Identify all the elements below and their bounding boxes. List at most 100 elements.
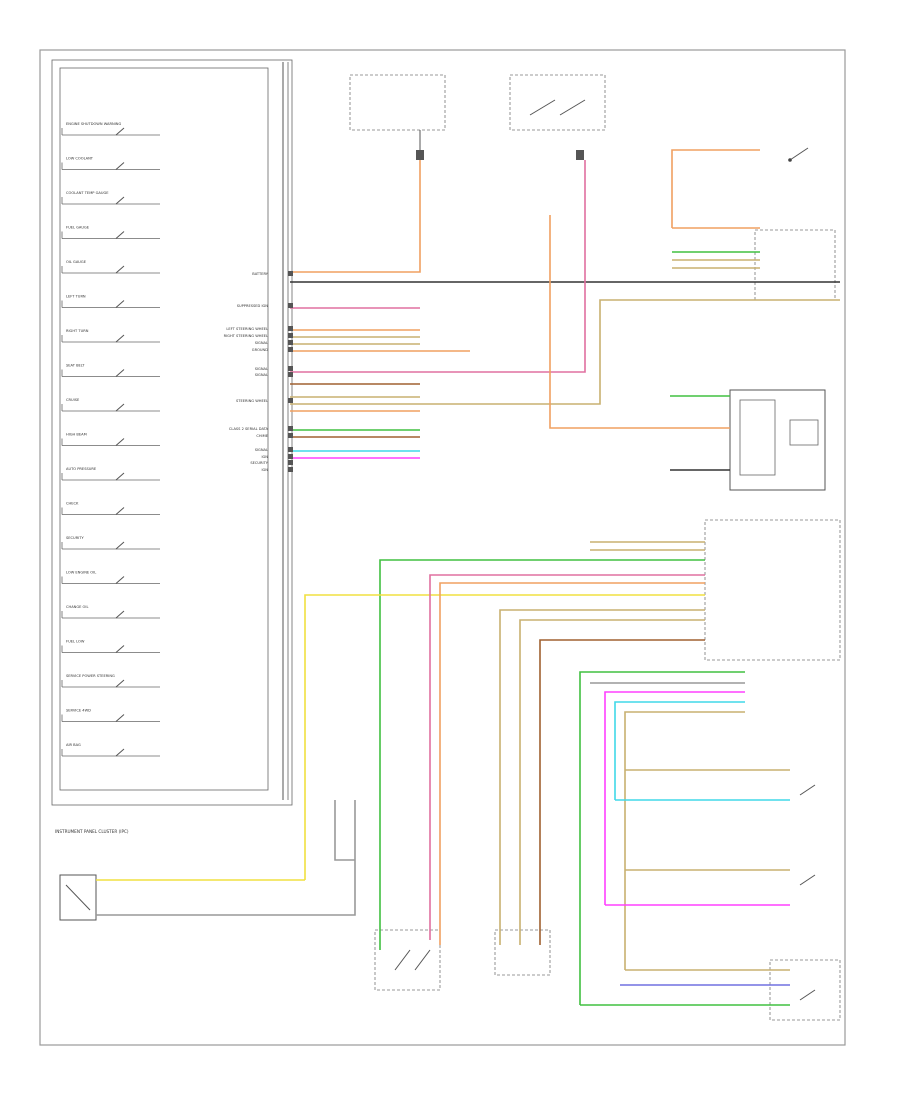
indicator-row: SERVICE 4WD: [61, 709, 160, 722]
indicator-label: AIR BAG: [66, 743, 81, 747]
cluster-pin-label: LEFT STEERING WHEEL: [226, 327, 268, 331]
cluster-pin-label: SUPPRESSED IGN: [237, 304, 269, 308]
cluster-pin-label: SIGNAL: [255, 367, 268, 371]
indicator-row: HIGH BEAM: [61, 433, 160, 446]
indicator-label: LOW ENGINE OIL: [66, 571, 96, 575]
sensor-right-1: [799, 784, 816, 796]
pin-connector: [288, 366, 293, 371]
cluster-pin-label: CLASS 2 SERIAL DATA: [229, 427, 269, 431]
indicator-row: SEAT BELT: [61, 364, 160, 377]
indicator-switch: [115, 472, 125, 481]
module-right-upper-box: [754, 229, 836, 301]
indicator-row: AUTO PRESSURE: [61, 467, 160, 481]
pin-connector: [288, 447, 293, 452]
sensor-right-box: [769, 959, 841, 1021]
indicator-switch: [115, 714, 125, 722]
indicator-switch: [115, 127, 125, 136]
cluster-pin-label: IGN: [261, 455, 268, 459]
ecm-relay: [789, 419, 819, 446]
indicator-label: SECURITY: [66, 536, 84, 540]
indicator-row: CHECK: [61, 502, 160, 515]
cluster-pin-label: SIGNAL: [255, 373, 268, 377]
switch-bottom-blade-2: [414, 949, 431, 971]
wire-pink: [429, 574, 705, 940]
sensor-coil: [65, 884, 91, 911]
indicator-label: SERVICE POWER STEERING: [66, 674, 115, 678]
switch-bottom-center: [374, 929, 441, 991]
module-right-upper: [754, 229, 836, 301]
indicator-row: SECURITY: [61, 536, 160, 550]
pin-connector: [288, 347, 293, 352]
module-right-mid: [704, 519, 841, 661]
cluster-pin-label: IGN: [261, 468, 268, 472]
wire-brown: [539, 639, 705, 945]
cluster-outline: [51, 59, 293, 806]
switch-pivot: [788, 158, 792, 162]
indicator-switch: [115, 403, 125, 412]
indicator-switch: [115, 265, 125, 274]
pin-connector: [288, 426, 293, 431]
wire-cyan: [614, 701, 745, 800]
cluster-pin-label: SECURITY: [250, 461, 268, 465]
pin-connector: [288, 340, 293, 345]
cluster-pin-label: SIGNAL: [255, 341, 268, 345]
ignition-switch: [509, 74, 606, 160]
wire-yellow: [304, 594, 705, 880]
pin-connector: [288, 326, 293, 331]
wire-green: [579, 671, 745, 1005]
wire-orange: [549, 215, 730, 429]
sensors-right: [769, 784, 841, 1021]
switch-top-right: [788, 147, 809, 162]
sensor-right-2: [799, 874, 816, 886]
indicator-row: FUEL LOW: [61, 640, 160, 653]
cluster-pin-label: GROUND: [252, 348, 268, 352]
sensor-bottom-center-box: [494, 929, 551, 976]
pin-connector: [288, 271, 293, 276]
sensor-bottom-left: [59, 874, 97, 921]
fuse-block-1: [349, 74, 446, 160]
wire-gray: [334, 800, 355, 861]
indicator-label: FUEL GAUGE: [66, 226, 90, 230]
ignition-switch-box: [509, 74, 606, 131]
indicator-row: RIGHT TURN: [61, 329, 160, 343]
indicator-label: ENGINE SHUTDOWN WARNING: [66, 122, 121, 126]
indicator-row: LOW ENGINE OIL: [61, 571, 160, 584]
indicator-switch: [115, 196, 125, 205]
ignition-contact: [529, 99, 556, 116]
indicator-switch: [115, 507, 125, 515]
indicator-switch: [115, 679, 125, 688]
indicator-label: CHANGE OIL: [66, 605, 88, 609]
ecm-box: [729, 389, 826, 491]
wire-orange: [439, 582, 705, 945]
indicator-switch: [115, 369, 125, 377]
cluster-pin-label: RIGHT STEERING WHEEL: [224, 334, 268, 338]
indicator-label: CRUISE: [66, 398, 80, 402]
wire-gray: [96, 800, 356, 916]
indicator-label: LOW COOLANT: [66, 157, 94, 161]
sensor-right-3: [799, 989, 816, 1001]
indicator-row: CHANGE OIL: [61, 605, 160, 619]
pin-connector: [288, 454, 293, 459]
wire-orange: [290, 160, 421, 273]
indicator-row: COOLANT TEMP GAUGE: [61, 191, 160, 205]
ecm-inner: [739, 399, 776, 476]
cluster-indicators: ENGINE SHUTDOWN WARNING LOW COOLANT COOLAN…: [61, 122, 160, 757]
ignition-connector: [576, 150, 584, 160]
indicator-row: SERVICE POWER STEERING: [61, 674, 160, 688]
wire-tan: [519, 619, 705, 945]
indicator-label: COOLANT TEMP GAUGE: [66, 191, 109, 195]
indicator-row: FUEL GAUGE: [61, 226, 160, 239]
wire-tan: [290, 299, 840, 405]
indicator-label: LEFT TURN: [66, 295, 86, 299]
wire-tan: [624, 711, 745, 970]
indicator-switch: [115, 300, 125, 308]
indicator-switch: [115, 645, 125, 653]
indicator-row: ENGINE SHUTDOWN WARNING: [61, 122, 160, 136]
pin-connector: [288, 460, 293, 465]
cluster-pin-label: SIGNAL: [255, 448, 268, 452]
indicator-row: LEFT TURN: [61, 295, 160, 308]
indicator-row: AIR BAG: [61, 743, 160, 757]
indicator-label: AUTO PRESSURE: [66, 467, 97, 471]
pin-connector: [288, 433, 293, 438]
